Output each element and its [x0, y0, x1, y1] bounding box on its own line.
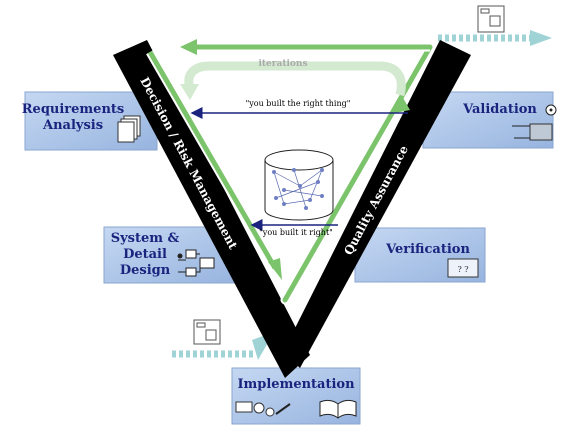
validation-device-icon: [512, 123, 553, 141]
outgoing-document-icon: [477, 5, 505, 33]
target-icon: [545, 104, 557, 116]
test-board-icon: ? ?: [447, 258, 479, 278]
decision-risk-label: Decision / Risk Management: [137, 75, 240, 252]
iterations-arrow: iterations: [180, 59, 406, 100]
green-iteration-loop: [146, 39, 435, 305]
system-label-line1: System &: [111, 231, 180, 246]
iterations-label: iterations: [258, 59, 307, 69]
implementation-label: Implementation: [237, 377, 355, 392]
right-black-band: [283, 40, 471, 368]
built-right-label: "you built it right": [259, 228, 333, 237]
database-network-icon: [264, 149, 334, 221]
decision-risk-management-label: Decision / Risk Management: [137, 75, 240, 252]
incoming-document-icon: [193, 319, 221, 345]
system-label-line3: Design: [120, 263, 171, 278]
document-stack-icon: [117, 115, 141, 143]
circuit-gears-icon: [235, 401, 291, 417]
verification-label: Verification: [385, 242, 470, 257]
verification-box: Verification ? ?: [354, 227, 486, 283]
requirements-label-line2: Analysis: [42, 118, 103, 133]
left-black-band: [113, 40, 310, 378]
right-thing-arrow: "you built the right thing": [190, 99, 408, 119]
validation-label: Validation: [462, 102, 537, 117]
requirements-label-line1: Requirements: [22, 102, 124, 117]
open-book-icon: [319, 399, 357, 419]
design-schematic-icon: [177, 249, 215, 277]
input-dashed-arrow: [172, 332, 274, 360]
implementation-box: Implementation: [231, 367, 361, 425]
system-label-line2: Detail: [123, 247, 167, 262]
requirements-analysis-box: Requirements Analysis: [22, 91, 158, 151]
built-right-arrow: "you built it right": [250, 219, 338, 237]
right-thing-label: "you built the right thing": [246, 99, 351, 108]
output-dashed-arrow: [438, 30, 552, 46]
svg-text:? ?: ? ?: [457, 265, 468, 274]
